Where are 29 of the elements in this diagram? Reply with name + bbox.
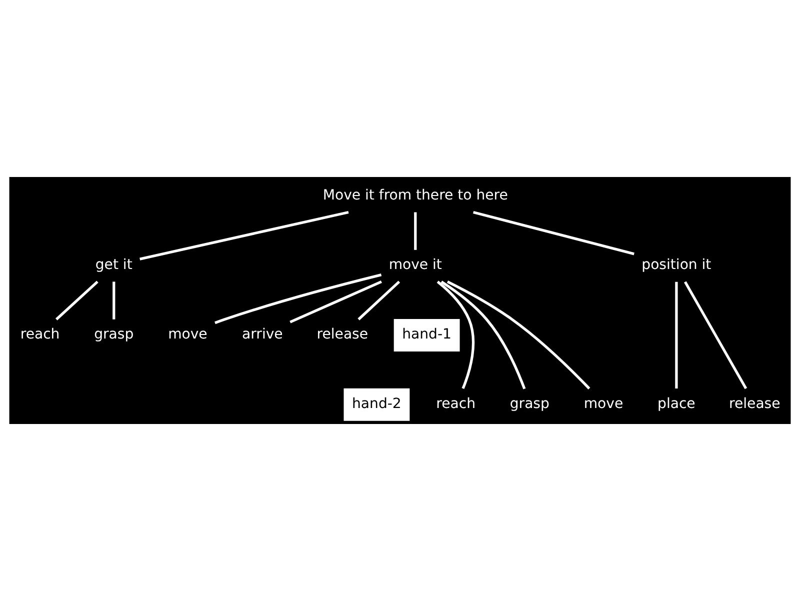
connector [112, 281, 116, 319]
connector [440, 280, 526, 389]
connector [684, 280, 748, 389]
connector [140, 210, 349, 260]
connector [472, 210, 634, 255]
connector [358, 280, 400, 320]
label: hand-1 [402, 326, 452, 342]
node-text: move it [388, 256, 442, 273]
node-text: grasp [94, 326, 134, 342]
connector [675, 281, 678, 388]
connector [290, 280, 382, 323]
label: hand-2 [352, 396, 402, 412]
node-text: release [316, 326, 368, 342]
node-text: get it [95, 256, 132, 273]
connector [436, 280, 475, 389]
node-text: grasp [510, 396, 550, 412]
connector [414, 212, 417, 250]
node-text: Move it from there to here [322, 187, 508, 204]
node-text: place [658, 396, 696, 412]
node-text: reach [20, 326, 60, 342]
connector [214, 273, 382, 324]
node-text: move [168, 326, 208, 342]
node-text: arrive [242, 326, 283, 342]
node-text: position it [642, 256, 712, 273]
connector [56, 280, 98, 320]
node-text: reach [436, 396, 476, 412]
node-text: move [584, 396, 624, 412]
node-text: release [729, 396, 780, 412]
connector [446, 280, 590, 389]
